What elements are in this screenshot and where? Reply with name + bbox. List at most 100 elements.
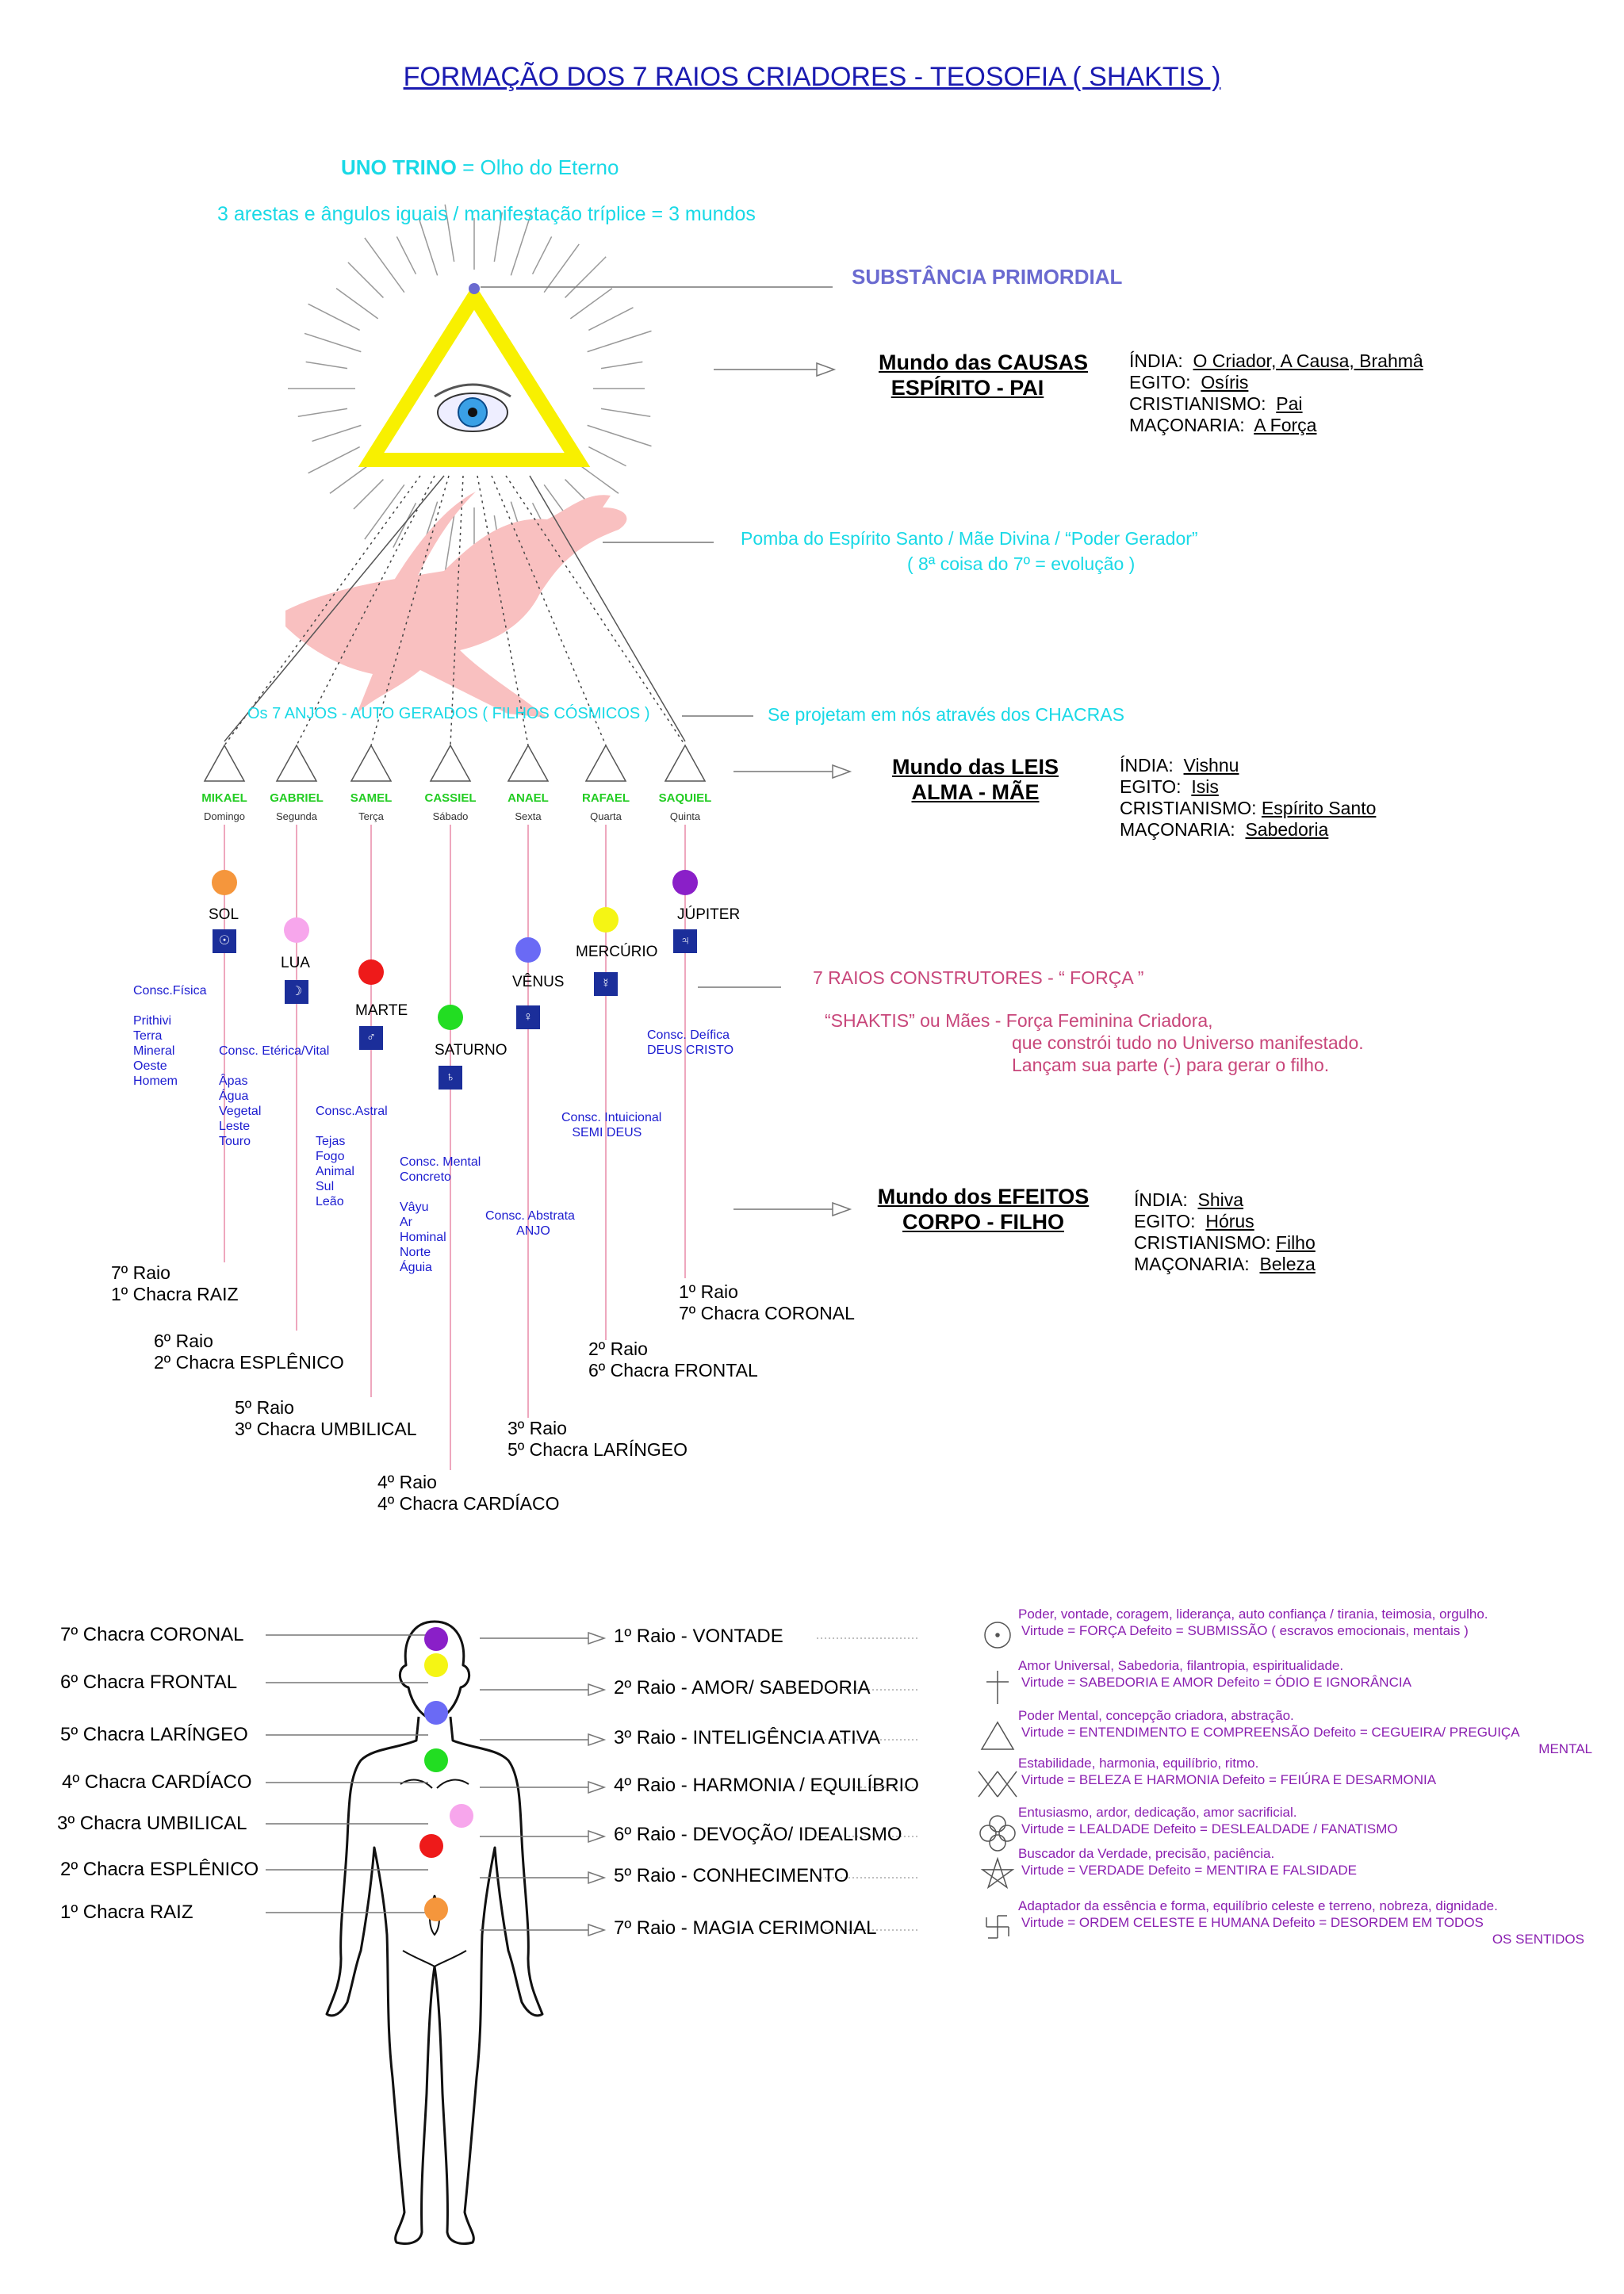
sun-ray bbox=[305, 361, 348, 370]
rel-value: O Criador, A Causa, Brahmâ bbox=[1193, 350, 1423, 371]
chakra-dot bbox=[424, 1701, 448, 1725]
arrow-efeitos-head bbox=[832, 1201, 852, 1217]
planet-name: MERCÚRIO bbox=[576, 944, 658, 960]
ray-qualities: Entusiasmo, ardor, dedicação, amor sacri… bbox=[1018, 1805, 1297, 1820]
ray-qualities: Poder Mental, concepção criadora, abstra… bbox=[1018, 1708, 1294, 1723]
world-leis-relations: ÍNDIA: Vishnu EGITO: Isis CRISTIANISMO: … bbox=[1120, 755, 1376, 841]
planet-dot bbox=[284, 917, 309, 943]
ray-virtue-defect: Virtude = ORDEM CELESTE E HUMANA Defeito… bbox=[1021, 1915, 1484, 1930]
rel-key: MAÇONARIA: bbox=[1134, 1254, 1250, 1274]
angel-name: ANAEL bbox=[508, 791, 549, 805]
planet-dot bbox=[515, 937, 541, 963]
substancia-label: SUBSTÂNCIA PRIMORDIAL bbox=[852, 265, 1123, 289]
rel-value: Osíris bbox=[1201, 372, 1249, 393]
consc-astral: Consc.Astral Tejas Fogo Animal Sul Leão bbox=[316, 1105, 388, 1208]
angel-day: Domingo bbox=[203, 810, 246, 822]
rel-value: Pai bbox=[1276, 393, 1303, 414]
rel-value: A Força bbox=[1254, 415, 1317, 435]
chakra-dot bbox=[424, 1653, 448, 1677]
cross-icon bbox=[986, 1671, 1009, 1704]
shaktis-line-3: Lançam sua parte (-) para gerar o filho. bbox=[1012, 1055, 1330, 1075]
uno-trino-rest: = Olho do Eterno bbox=[456, 155, 619, 179]
quatrefoil-icon bbox=[998, 1825, 1016, 1842]
consc-intuicional: Consc. Intuicional SEMI DEUS bbox=[561, 1111, 662, 1139]
ray-qualities: Poder, vontade, coragem, liderança, auto… bbox=[1018, 1607, 1488, 1622]
ray-qualities: Estabilidade, harmonia, equilíbrio, ritm… bbox=[1018, 1756, 1259, 1771]
sun-ray bbox=[600, 361, 643, 370]
anjos-label: Os 7 ANJOS - AUTO GERADOS ( FILHOS CÓSMI… bbox=[247, 705, 650, 722]
rel-value: Espírito Santo bbox=[1261, 798, 1377, 818]
arrow-causas-head bbox=[816, 362, 837, 377]
pomba-line-2: ( 8ª coisa do 7º = evolução ) bbox=[907, 553, 1136, 574]
world-causas-sub: ESPÍRITO - PAI bbox=[891, 376, 1044, 400]
planet-dot bbox=[672, 870, 698, 895]
arrow-leis-head bbox=[832, 764, 852, 779]
rel-value: Vishnu bbox=[1183, 755, 1239, 776]
planet-symbol-icon: ♂ bbox=[359, 1026, 383, 1050]
sun-ray bbox=[587, 330, 652, 353]
chakra-label: 1º Chacra RAIZ bbox=[60, 1901, 193, 1923]
ray-arrow-head bbox=[588, 1829, 607, 1844]
projection-line bbox=[491, 475, 607, 746]
planet-symbol-icon: ♄ bbox=[439, 1066, 462, 1090]
rel-value: Beleza bbox=[1259, 1254, 1316, 1274]
uno-trino-label: UNO TRINO bbox=[341, 155, 457, 179]
projection-line bbox=[450, 475, 464, 746]
sun-ray bbox=[393, 503, 417, 548]
sunburst-rays bbox=[288, 204, 652, 573]
sun-ray bbox=[347, 262, 384, 298]
angel-name: RAFAEL bbox=[582, 791, 630, 805]
sun-ray bbox=[364, 237, 405, 293]
pomba-line-1: Pomba do Espírito Santo / Mãe Divina / “… bbox=[741, 528, 1198, 549]
consc-fisica: Consc.Física Prithivi Terra Mineral Oest… bbox=[133, 984, 207, 1088]
sun-ray bbox=[588, 307, 634, 331]
angel-triangle bbox=[429, 744, 472, 782]
projection-line bbox=[224, 475, 421, 746]
circle-dot-center bbox=[995, 1633, 1000, 1637]
eye-pupil bbox=[468, 408, 477, 417]
dove-shape bbox=[285, 492, 627, 718]
angel-triangle bbox=[275, 744, 318, 782]
ray-label: 3º Raio - INTELIGÊNCIA ATIVA bbox=[614, 1727, 880, 1748]
ray-arrow-head bbox=[588, 1780, 607, 1794]
raio-label-6: 6º Raio 2º Chacra ESPLÊNICO bbox=[154, 1331, 344, 1373]
ray-qualities: Adaptador da essência e forma, equilíbri… bbox=[1018, 1898, 1498, 1913]
planet-dot bbox=[358, 959, 384, 985]
sun-ray bbox=[335, 288, 379, 320]
sun-ray bbox=[308, 303, 360, 331]
consc-mental: Consc. Mental Concreto Vâyu Ar Hominal N… bbox=[400, 1155, 481, 1274]
planet-symbol-icon: ☉ bbox=[213, 929, 236, 953]
chakra-dot bbox=[450, 1804, 473, 1828]
edge-line bbox=[224, 475, 445, 742]
ray-virtue-defect: Virtude = FORÇA Defeito = SUBMISSÃO ( es… bbox=[1021, 1623, 1469, 1638]
page-title: FORMAÇÃO DOS 7 RAIOS CRIADORES - TEOSOFI… bbox=[403, 62, 1221, 92]
consc-abstrata: Consc. Abstrata ANJO bbox=[485, 1209, 575, 1238]
quatrefoil-icon bbox=[979, 1825, 997, 1842]
chakra-dot bbox=[424, 1898, 448, 1921]
circle-dot-icon bbox=[984, 1622, 1011, 1649]
planet-dot bbox=[212, 870, 237, 895]
chakra-label: 5º Chacra LARÍNGEO bbox=[60, 1724, 248, 1745]
ray-label: 1º Raio - VONTADE bbox=[614, 1626, 783, 1647]
sun-ray bbox=[444, 204, 455, 262]
chakra-label: 2º Chacra ESPLÊNICO bbox=[60, 1859, 259, 1880]
triangle-icon bbox=[980, 1721, 1015, 1750]
planet-name: LUA bbox=[281, 955, 310, 971]
star-icon bbox=[980, 1856, 1015, 1890]
rel-key: ÍNDIA: bbox=[1120, 755, 1174, 776]
ray-continuation: OS SENTIDOS bbox=[1492, 1932, 1584, 1947]
projection-line bbox=[477, 475, 529, 746]
chakra-dot bbox=[424, 1748, 448, 1772]
angel-name: SAMEL bbox=[350, 791, 393, 805]
planet-name: MARTE bbox=[355, 1002, 408, 1019]
sun-ray bbox=[308, 446, 360, 474]
raio-label-2: 2º Raio 6º Chacra FRONTAL bbox=[588, 1338, 758, 1381]
sun-ray bbox=[364, 484, 405, 540]
angel-name: SAQUIEL bbox=[658, 791, 712, 805]
ray-virtue-defect: Virtude = ENTENDIMENTO E COMPREENSÃO Def… bbox=[1021, 1725, 1520, 1740]
angel-projection-lines bbox=[224, 475, 686, 746]
ray-virtue-defect: Virtude = BELEZA E HARMONIA Defeito = FE… bbox=[1021, 1772, 1437, 1787]
raio-label-3: 3º Raio 5º Chacra LARÍNGEO bbox=[508, 1418, 688, 1460]
sun-ray bbox=[297, 408, 348, 417]
ray-arrow-head bbox=[588, 1733, 607, 1747]
